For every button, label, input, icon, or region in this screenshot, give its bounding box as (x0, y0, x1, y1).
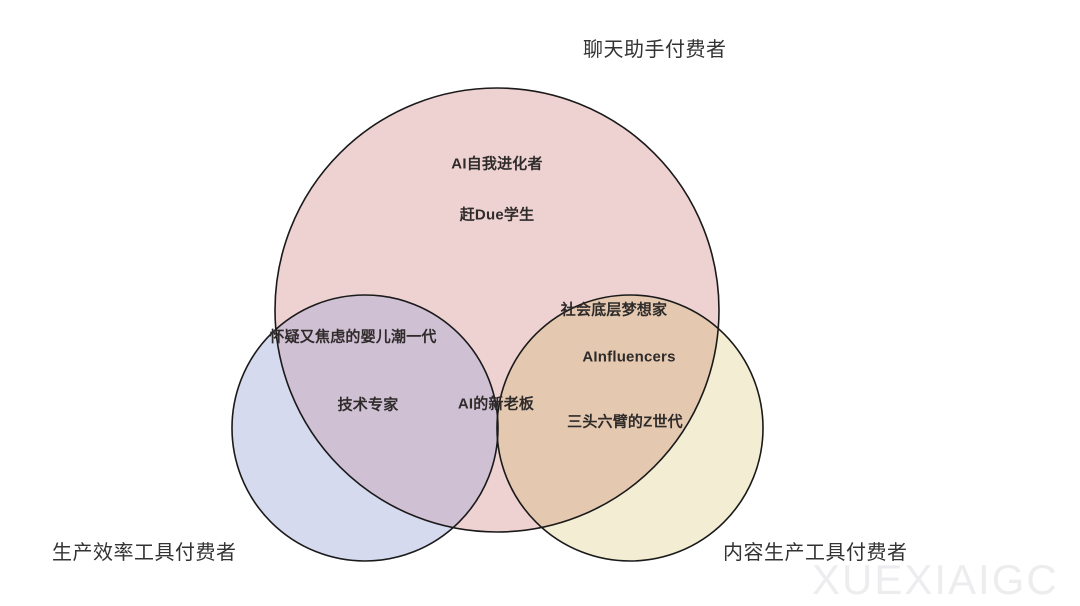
set-outline-content-creation-tool (496, 294, 764, 562)
region-item-top-only-2: 赶Due学生 (459, 206, 535, 224)
region-item-top-only-1: AI自我进化者 (451, 155, 543, 173)
watermark: XUEXIAIGC (812, 556, 1059, 603)
set-outline-chat-assistant (274, 87, 720, 533)
region-item-top-and-right-1: 社会底层梦想家 (560, 301, 668, 319)
region-item-all-three-1: AI的新老板 (457, 395, 535, 413)
region-item-top-and-left-1: 怀疑又焦虑的婴儿潮一代 (269, 328, 437, 346)
set-label-content-creation-tool: 内容生产工具付费者 (723, 542, 908, 564)
set-label-productivity-tool: 生产效率工具付费者 (52, 542, 237, 564)
region-item-top-and-right-2: AInfluencers (582, 348, 676, 366)
set-outline-productivity-tool (231, 294, 499, 562)
region-item-top-and-left-2: 技术专家 (337, 396, 399, 414)
set-label-chat-assistant: 聊天助手付费者 (583, 39, 727, 61)
region-item-top-and-right-3: 三头六臂的Z世代 (567, 413, 683, 431)
